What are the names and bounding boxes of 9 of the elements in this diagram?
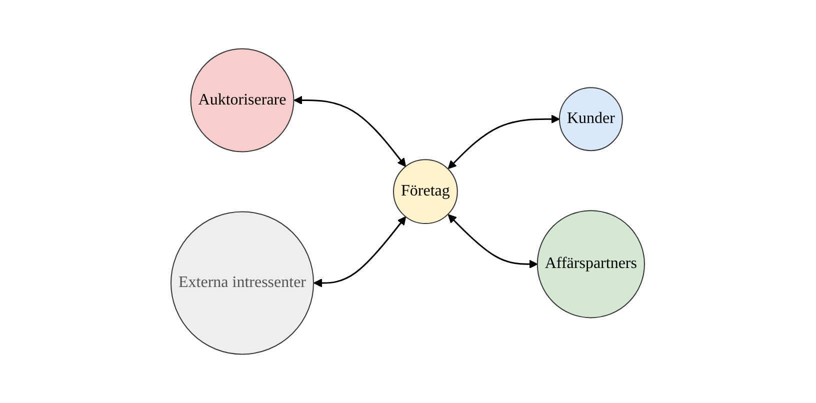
arrow: [294, 96, 406, 167]
arrow: [448, 114, 560, 170]
node-circle: Externa intressenter: [170, 211, 314, 355]
arrow: [314, 216, 406, 288]
node-circle: Företag: [393, 159, 458, 224]
node-circle: Affärspartners: [537, 210, 646, 318]
node-circle: Auktoriserare: [190, 48, 294, 152]
node-circle: Kunder: [559, 87, 624, 152]
arrow: [448, 214, 538, 269]
